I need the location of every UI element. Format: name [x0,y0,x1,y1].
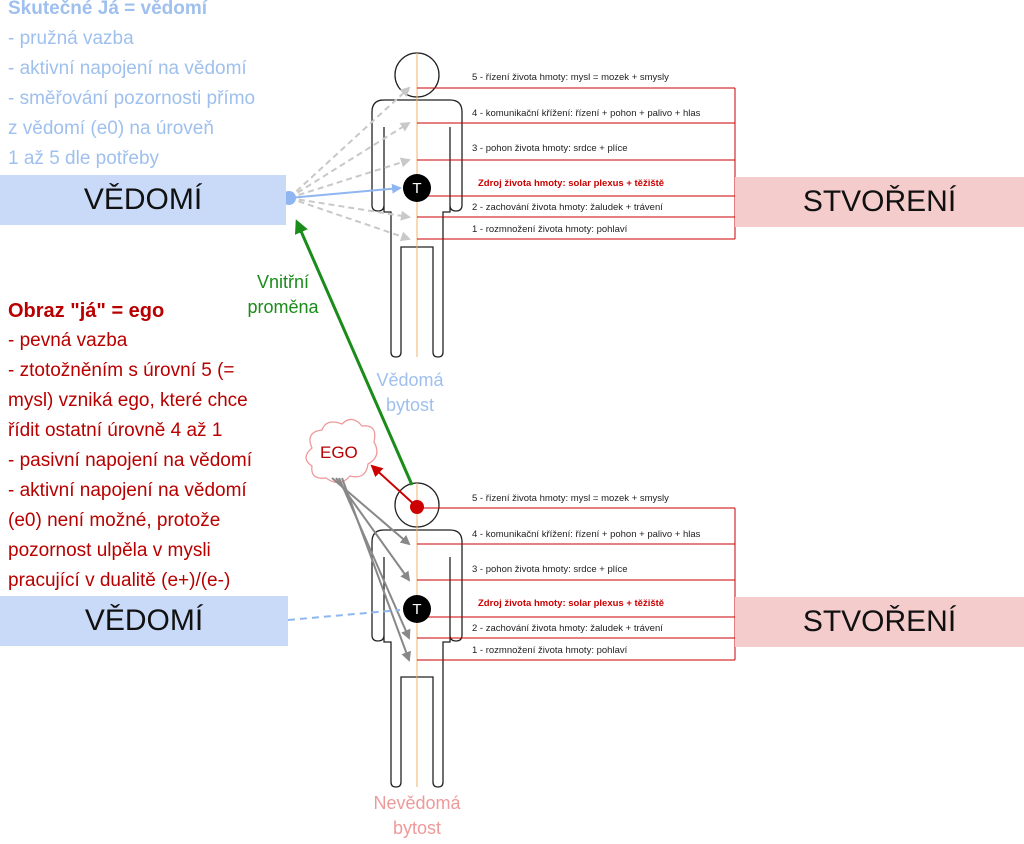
true-self-line: - směřování pozornosti přímo [8,88,256,109]
bottom-level-3: 3 - pohon života hmoty: srdce + plíce [472,564,628,575]
band-label: VĚDOMÍ [83,183,203,216]
transformation-arrow [294,219,414,486]
true-self-line: - aktivní napojení na vědomí [8,58,247,79]
direct-attention-arrow [288,183,402,199]
transformation-label: Vnitřní proměna [228,270,338,320]
ego-line: - pevná vazba [8,330,128,351]
ego-title: Obraz "já" = ego [8,300,165,322]
true-self-description: Skutečné Já = vědomí - pružná vazba - ak… [8,0,255,174]
top-level-4: 4 - komunikační křížení: řízení + pohon … [472,108,701,119]
true-self-line: z vědomí (e0) na úroveň [8,118,214,139]
top-level-3: 3 - pohon života hmoty: srdce + plíce [472,143,628,154]
bottom-level-source: Zdroj života hmoty: solar plexus + těžiš… [478,598,665,609]
band-label: VĚDOMÍ [84,604,204,637]
band-consciousness-top: VĚDOMÍ [0,175,286,225]
ego-line: pozornost ulpěla v mysli [8,540,211,561]
ego-line: řídit ostatní úrovně 4 až 1 [8,420,223,441]
ego-line: pracující v dualitě (e+)/(e-) [8,570,231,591]
unconscious-figure [371,482,463,788]
bottom-level-4: 4 - komunikační křížení: řízení + pohon … [472,529,701,540]
unconscious-being-label: Nevědomá bytost [352,791,482,841]
ego-line: - pasivní napojení na vědomí [8,450,252,471]
true-self-line: 1 až 5 dle potřeby [8,148,160,169]
top-level-1: 1 - rozmnožení života hmoty: pohlaví [472,224,628,235]
band-label: STVOŘENÍ [802,185,957,218]
bottom-level-2: 2 - zachování života hmoty: žaludek + tr… [472,623,663,634]
center-circle-top: T [403,174,431,202]
ego-line: mysl) vzniká ego, které chce [8,390,248,411]
conscious-being-label: Vědomá bytost [360,368,460,418]
transformation-label-line: proměna [247,297,319,317]
ego-line: (e0) není možné, protože [8,510,221,531]
mind-dot [410,500,424,514]
bottom-level-1: 1 - rozmnožení života hmoty: pohlaví [472,645,628,656]
transformation-label-line: Vnitřní [256,272,310,292]
top-level-2: 2 - zachování života hmoty: žaludek + tr… [472,202,663,213]
true-self-line: - pružná vazba [8,28,134,49]
conscious-figure [371,52,463,358]
band-label: STVOŘENÍ [802,605,957,638]
ego-line: - aktivní napojení na vědomí [8,480,247,501]
ego-cloud-label: EGO [320,443,358,462]
ego-cloud [305,418,378,484]
top-level-lines [417,87,736,240]
band-creation-bottom: STVOŘENÍ [735,597,1024,647]
center-circle-bottom: T [403,595,431,623]
band-creation-top: STVOŘENÍ [735,177,1024,227]
conscious-being-line: bytost [385,395,435,415]
ego-line: - ztotožněním s úrovní 5 (= [8,360,235,381]
top-level-source: Zdroj života hmoty: solar plexus + těžiš… [478,178,665,189]
conscious-being-line: Vědomá [376,370,444,390]
ego-description: Obraz "já" = ego - pevná vazba - ztotožn… [8,296,252,596]
bottom-level-5: 5 - řízení života hmoty: mysl = mozek + … [472,493,669,504]
ego-arrow [370,464,418,508]
attention-arrows [288,86,411,242]
unconscious-being-line: Nevědomá [373,793,461,813]
ego-control-arrows [331,477,411,662]
band-consciousness-bottom: VĚDOMÍ [0,596,288,646]
true-self-title: Skutečné Já = vědomí [8,0,208,19]
top-level-5: 5 - řízení života hmoty: mysl = mozek + … [472,72,669,83]
passive-connection [287,609,401,621]
unconscious-being-line: bytost [392,818,442,838]
